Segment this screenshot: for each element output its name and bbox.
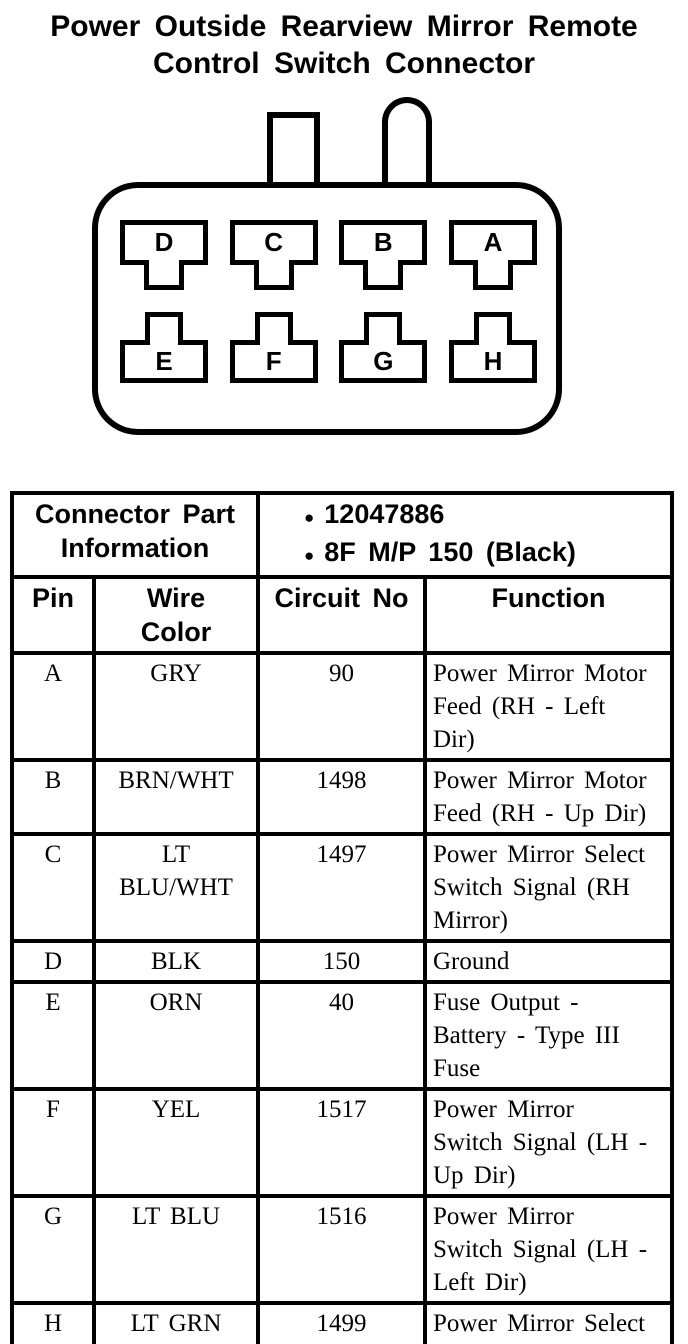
connector-square-tab [267,112,320,190]
function-cell: Power Mirror Motor Feed (RH - Left Dir) [422,651,675,762]
pin-label-a: A [448,220,537,265]
connector-body: D C B A E F [92,182,562,435]
table-row-c: C LT BLU/WHT 1497 Power Mirror Select Sw… [10,832,675,943]
pin-stem [472,260,513,290]
function-cell: Power Mirror Switch Signal (LH - Up Dir) [422,1087,675,1198]
pin-cavity-b: B [339,220,428,290]
pin-cavity-g: G [339,312,428,383]
pin-cell: E [10,980,96,1091]
pin-cavity-c: C [229,220,318,290]
part-number: 12047886 [324,499,445,529]
wire-color-cell: LT BLU/WHT [92,832,260,943]
pin-cell: H [10,1301,96,1344]
pin-cavity-e: E [120,312,208,383]
circuit-no-cell: 1497 [256,832,427,943]
circuit-no-cell: 150 [256,939,427,984]
function-cell: Fuse Output - Battery - Type III Fuse [422,980,675,1091]
pin-cell: F [10,1087,96,1198]
function-cell: Power Mirror Motor Feed (RH - Up Dir) [422,758,675,836]
pin-label-b: B [339,220,428,265]
pin-stem [473,312,512,345]
pin-stem [363,260,404,290]
pin-cell: A [10,651,96,762]
connector-diagram: D C B A E F [0,97,688,435]
pin-cell: C [10,832,96,943]
part-info-row: Connector Part Information ● 12047886 ● … [10,491,675,579]
bullet-icon: ● [304,546,315,565]
pin-cavity-f: F [229,312,318,383]
part-info-heading: Connector Part Information [10,491,260,579]
table-row-f: F YEL 1517 Power Mirror Switch Signal (L… [10,1087,675,1198]
wire-color-cell: LT BLU [92,1194,260,1305]
wire-color-cell: YEL [92,1087,260,1198]
pin-cell: D [10,939,96,984]
wire-color-cell: ORN [92,980,260,1091]
pin-stem [253,260,294,290]
part-spec-line: ● 8F M/P 150 (Black) [304,535,668,573]
part-spec: 8F M/P 150 (Black) [324,537,576,567]
header-function: Function [422,575,675,655]
pin-label-e: E [120,340,208,383]
pin-cell: B [10,758,96,836]
pin-cavity-a: A [448,220,537,290]
wire-color-cell: LT GRN [92,1301,260,1344]
circuit-no-cell: 90 [256,651,427,762]
part-number-line: ● 12047886 [304,497,668,535]
function-cell: Power Mirror Switch Signal (LH - Left Di… [422,1194,675,1305]
pin-stem [364,312,403,345]
bullet-icon: ● [304,508,315,527]
table-row-g: G LT BLU 1516 Power Mirror Switch Signal… [10,1194,675,1305]
table-row-e: E ORN 40 Fuse Output - Battery - Type II… [10,980,675,1091]
wire-color-cell: BLK [92,939,260,984]
part-info-values: ● 12047886 ● 8F M/P 150 (Black) [255,491,675,579]
function-cell: Ground [422,939,675,984]
table-row-h: H LT GRN 1499 Power Mirror Select Switch… [10,1301,675,1344]
pin-stem [254,312,293,345]
pin-label-g: G [339,340,428,383]
wire-color-cell: BRN/WHT [92,758,260,836]
pin-label-d: D [120,220,208,265]
header-pin: Pin [10,575,96,655]
pin-label-f: F [229,340,318,383]
table-row-d: D BLK 150 Ground [10,939,675,984]
header-circuit-no: Circuit No [256,575,427,655]
column-header-row: Pin Wire Color Circuit No Function [10,575,675,655]
header-wire-color: Wire Color [92,575,260,655]
page-title: Power Outside Rearview Mirror Remote Con… [50,10,638,80]
pin-label-h: H [448,340,537,383]
circuit-no-cell: 1498 [256,758,427,836]
pin-label-c: C [229,220,318,265]
pin-cavity-d: D [120,220,208,290]
connector-pinout-table: Connector Part Information ● 12047886 ● … [10,491,675,1344]
pin-stem [145,312,183,345]
pin-row-top: D C B A [120,220,537,290]
function-cell: Power Mirror Select Switch Signal (LH Mi… [422,1301,675,1344]
function-cell: Power Mirror Select Switch Signal (RH Mi… [422,832,675,943]
circuit-no-cell: 1499 [256,1301,427,1344]
table-row-a: A GRY 90 Power Mirror Motor Feed (RH - L… [10,651,675,762]
wire-color-cell: GRY [92,651,260,762]
circuit-no-cell: 40 [256,980,427,1091]
pin-cell: G [10,1194,96,1305]
table-row-b: B BRN/WHT 1498 Power Mirror Motor Feed (… [10,758,675,836]
pin-row-bottom: E F G H [120,312,537,383]
connector-round-tab [382,97,432,190]
circuit-no-cell: 1517 [256,1087,427,1198]
pin-cavity-h: H [448,312,537,383]
pin-stem [144,260,184,290]
circuit-no-cell: 1516 [256,1194,427,1305]
